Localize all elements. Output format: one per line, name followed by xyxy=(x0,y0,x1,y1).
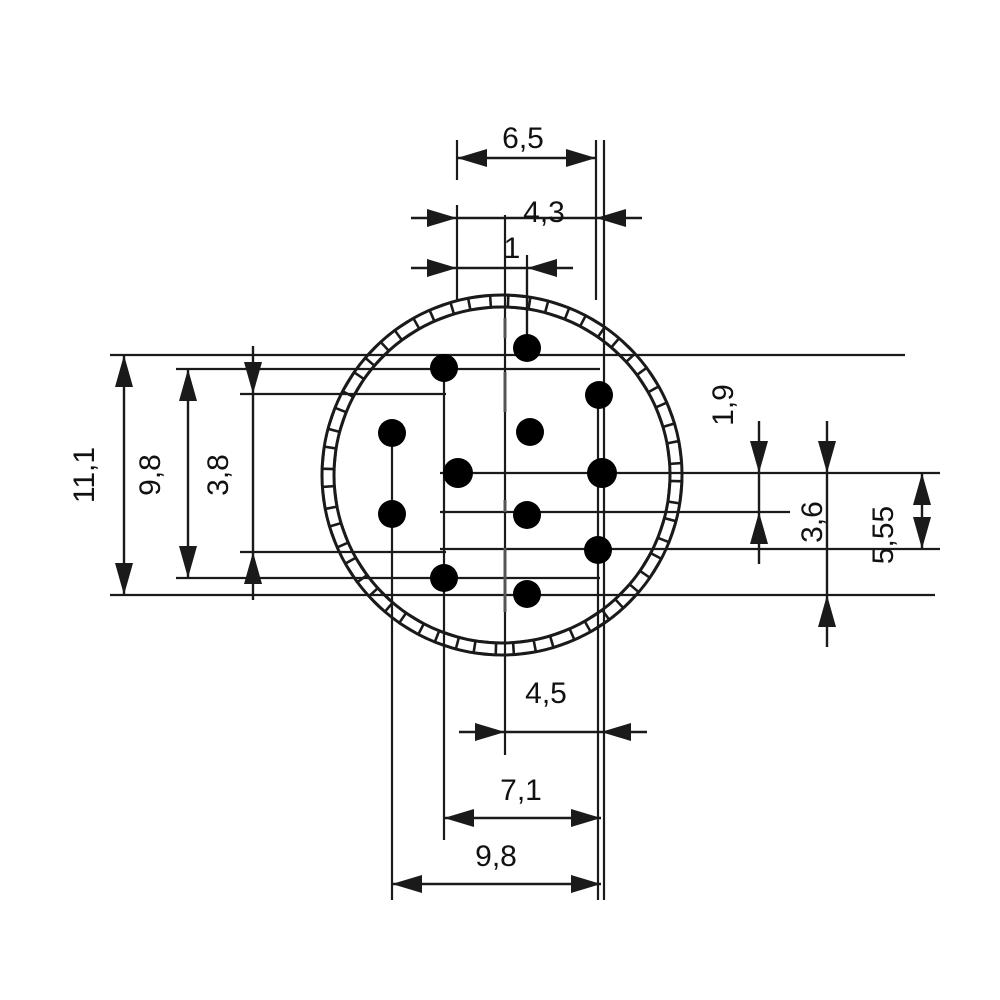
knurl-tooth xyxy=(582,608,612,634)
pin-contact xyxy=(378,419,406,447)
knurl-tooth xyxy=(543,299,571,321)
dimension-arrow xyxy=(818,595,836,627)
knurl-tooth xyxy=(635,365,661,395)
knurl-tooth xyxy=(320,484,339,511)
outer-circle xyxy=(320,293,684,657)
dimension-arrow xyxy=(244,552,262,584)
knurl-segments xyxy=(320,293,684,657)
pin-contact xyxy=(430,564,458,592)
knurl-tooth xyxy=(363,340,391,368)
pin-contact xyxy=(516,418,544,446)
knurl-tooth xyxy=(472,639,498,657)
knurl-tooth xyxy=(392,316,422,342)
dimension-label: 3,6 xyxy=(796,501,829,543)
dimension-label: 1,9 xyxy=(707,384,740,426)
dimension-arrow xyxy=(244,362,262,394)
pin-contact xyxy=(587,458,617,488)
knurl-tooth xyxy=(654,400,677,429)
knurl-tooth xyxy=(638,551,664,580)
dimension-label: 7,1 xyxy=(500,774,542,807)
knurl-tooth xyxy=(433,629,461,651)
dimension-group xyxy=(115,149,931,893)
dimension-label: 4,3 xyxy=(523,196,565,229)
knurl-tooth xyxy=(578,313,607,339)
dimension-label: 9,8 xyxy=(475,840,517,873)
dimension-arrow xyxy=(427,259,457,277)
knurl-tooth xyxy=(613,582,641,610)
knurl-tooth xyxy=(343,555,369,585)
dimension-arrow xyxy=(457,149,487,167)
pin-contact xyxy=(378,500,406,528)
knurl-tooth xyxy=(367,586,395,614)
knurl-tooth xyxy=(397,611,426,637)
dimension-arrow xyxy=(527,259,557,277)
dimension-arrow xyxy=(179,369,197,401)
dimension-arrow xyxy=(571,875,601,893)
dimension-arrow xyxy=(913,473,931,505)
knurl-tooth xyxy=(665,439,684,466)
knurl-tooth xyxy=(506,293,532,311)
inner-circle xyxy=(332,305,672,645)
dimension-label: 5,55 xyxy=(867,506,900,564)
knurl-tooth xyxy=(327,521,350,550)
dimension-label: 4,5 xyxy=(525,677,567,710)
dimension-label: 1 xyxy=(504,232,521,265)
pin-contact xyxy=(443,458,473,488)
pin-contact xyxy=(513,334,541,362)
dimension-arrow xyxy=(601,723,631,741)
dimension-label: 6,5 xyxy=(502,122,544,155)
knurl-tooth xyxy=(466,293,493,312)
knurl-tooth xyxy=(320,445,338,471)
dimension-label: 3,8 xyxy=(202,454,235,496)
knurl-tooth xyxy=(326,406,348,434)
pin-contact xyxy=(513,501,541,529)
dimension-label: 9,8 xyxy=(134,454,167,496)
pin-contact xyxy=(513,580,541,608)
dimension-arrow xyxy=(750,441,768,473)
dimension-arrow xyxy=(596,209,626,227)
dimension-arrow xyxy=(750,512,768,544)
knurl-tooth xyxy=(511,638,538,657)
knurl-tooth xyxy=(427,300,456,323)
dimension-arrow xyxy=(179,546,197,578)
pin-contact xyxy=(430,354,458,382)
dimension-arrow xyxy=(566,149,596,167)
connector-body xyxy=(320,293,684,657)
dimension-arrow xyxy=(818,441,836,473)
dimension-arrow xyxy=(571,809,601,827)
pin-group xyxy=(378,334,617,608)
knurl-tooth xyxy=(656,516,678,544)
pin-contact xyxy=(584,536,612,564)
dimension-arrow xyxy=(392,875,422,893)
knurl-tooth xyxy=(666,479,684,505)
pin-contact xyxy=(585,381,613,409)
dimension-arrow xyxy=(475,723,505,741)
dimension-labels: 6,5 4,31 4,5 7,1 9,8 11,1 9,8 3,8 1,9 3,6 5,55 xyxy=(68,122,900,873)
dimension-arrow xyxy=(444,809,474,827)
dimension-label: 11,1 xyxy=(68,447,101,503)
knurl-tooth xyxy=(548,627,577,650)
dimension-arrow xyxy=(913,517,931,549)
dimension-arrow xyxy=(427,209,457,227)
dimension-arrow xyxy=(115,355,133,387)
dimension-arrow xyxy=(115,563,133,595)
knurl-tooth xyxy=(609,336,637,364)
